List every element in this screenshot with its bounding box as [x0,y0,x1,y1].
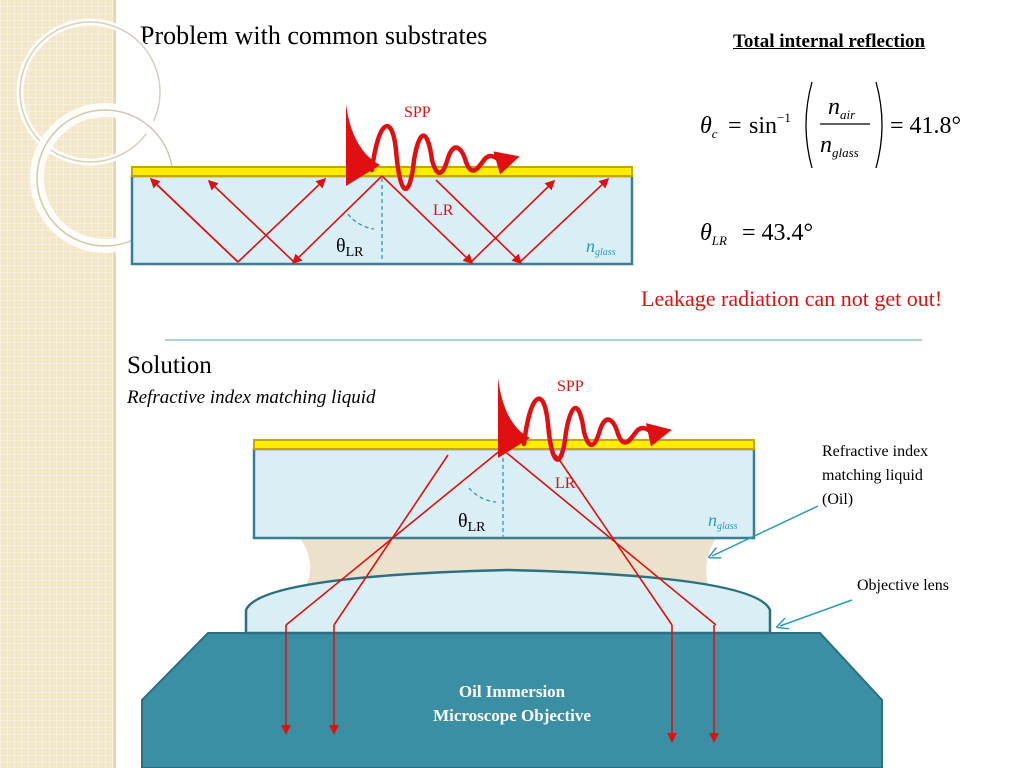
spp-wave [521,396,659,462]
n-glass-label: nglass [708,510,738,532]
angle-arc [347,213,375,230]
oil-annotation: Refractive index matching liquid (Oil) [822,440,928,512]
n-glass-label: nglass [586,236,616,258]
denominator: nglass [820,132,859,160]
left-paren [805,81,813,169]
top-substrate-diagram: SPP LR θLR nglass [130,104,634,266]
solution-title: Solution [127,352,212,379]
lr-value: = 43.4° [742,220,813,246]
lens-annotation: Objective lens [857,577,949,594]
objective-lens [244,568,772,635]
n-symbol: n [708,510,717,530]
critical-theta: θc [700,113,718,141]
objective-label: Oil Immersion Microscope Objective [372,680,652,728]
oil-annotation-line: matching liquid [822,467,923,484]
n-subscript: glass [595,247,616,258]
objective-label-line: Microscope Objective [433,706,591,725]
n-symbol: n [586,236,595,256]
theta-symbol: θ [336,235,346,257]
spp-label: SPP [404,104,431,121]
theta-lr-label: θLR [336,235,364,260]
critical-value: = 41.8° [890,113,961,139]
objective-label-line: Oil Immersion [458,682,566,701]
oil-annotation-line: (Oil) [822,491,854,508]
tir-heading: Total internal reflection [733,31,926,52]
numerator: nair [828,94,856,122]
lr-rays [149,175,610,265]
side-strip-edge [113,0,116,768]
spp-wave [369,124,507,192]
oil-annotation-line: Refractive index [822,443,929,460]
objective-body [141,632,883,768]
oil-pointer-arrow [712,505,819,556]
spp-arrow [493,151,520,175]
gold-film [131,166,633,177]
theta-subscript: LR [346,245,365,260]
lr-label: LR [433,202,454,219]
leakage-warning: Leakage radiation can not get out! [641,286,943,311]
glass-substrate [252,447,756,540]
sin-text: sin−1 [749,110,791,139]
solution-subtitle: Refractive index matching liquid [127,387,376,408]
lr-theta: θLR [700,220,727,248]
spp-label: SPP [557,378,584,395]
lens-pointer-arrow [780,599,853,626]
spp-arrow [645,423,672,447]
n-subscript: glass [717,521,738,532]
right-paren [875,81,883,169]
spp-field [498,378,530,458]
equals-sign: = [728,113,742,139]
theta-symbol: θ [458,510,468,532]
bottom-solution-diagram: SPP LR θLR nglass [141,378,883,768]
angle-arc [468,487,497,503]
theta-subscript: LR [468,520,487,535]
tir-formula: θc = sin−1 nair nglass = 41.8° θLR = 43.… [700,81,961,248]
theta-lr-label: θLR [458,510,486,535]
bottom-lr-rays [281,448,719,743]
lr-label: LR [555,475,576,492]
problem-title: Problem with common substrates [140,21,488,50]
